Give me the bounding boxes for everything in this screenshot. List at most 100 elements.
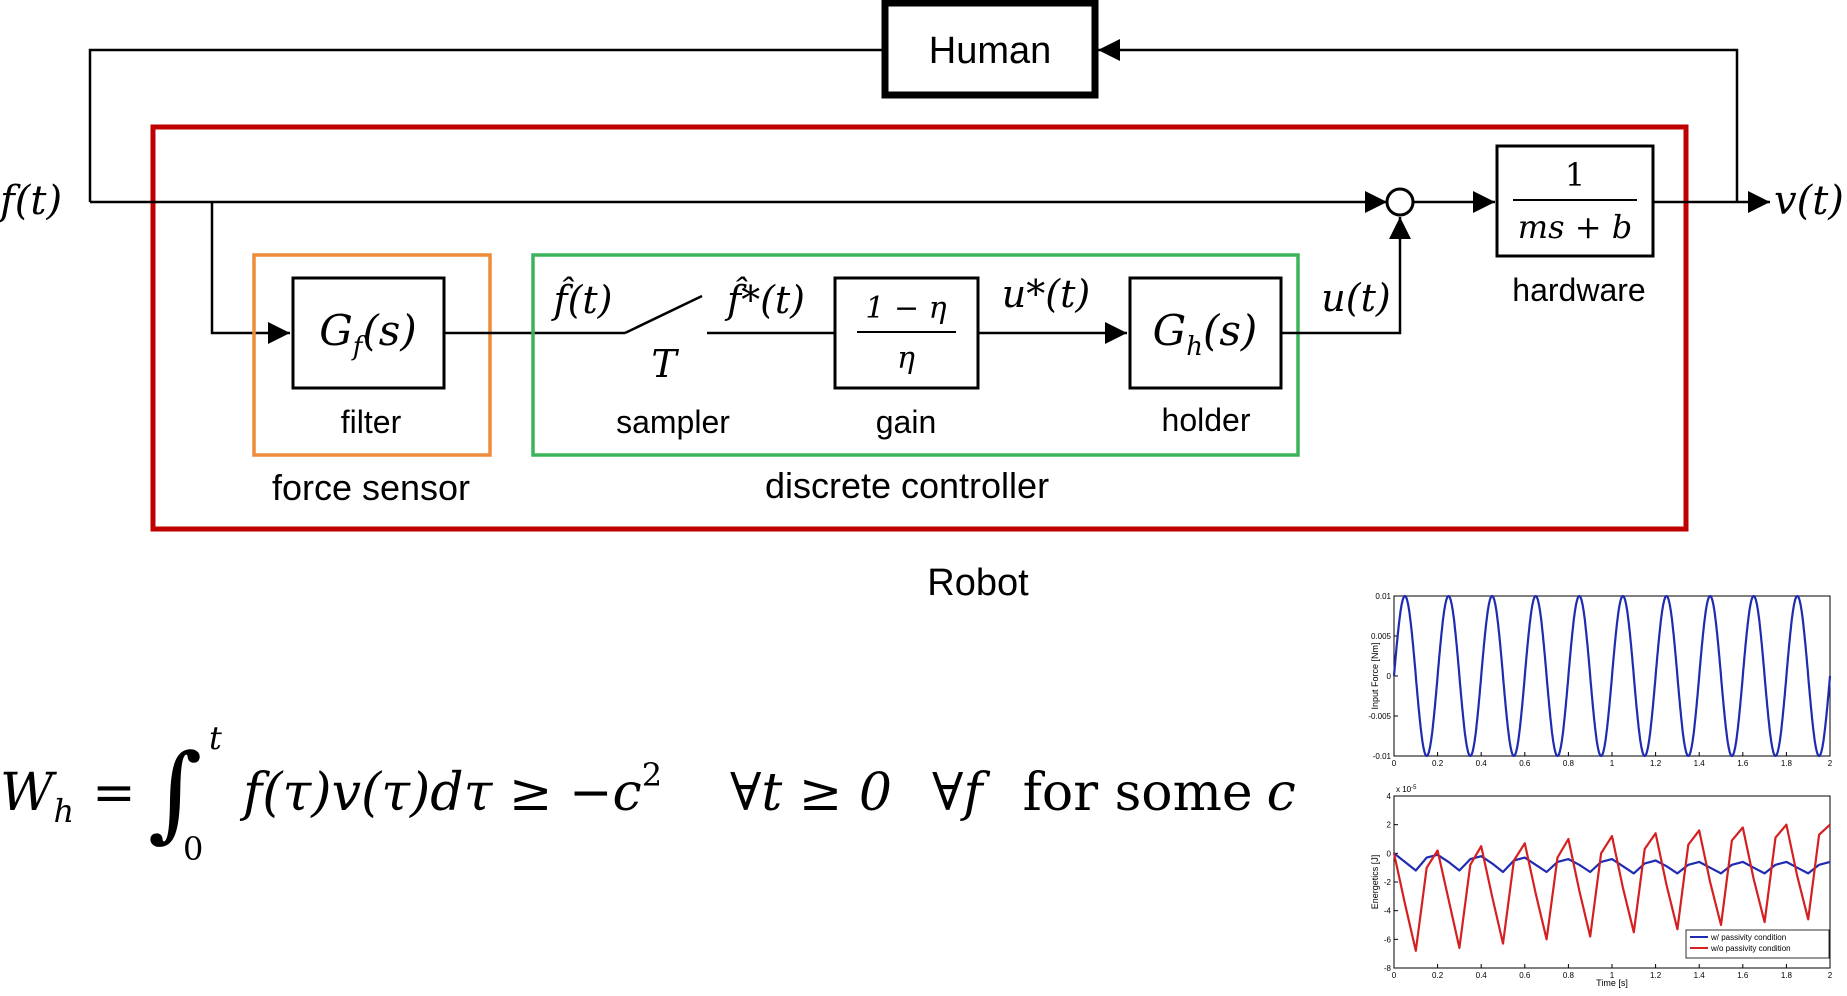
input-force-xtick-label: 1: [1610, 759, 1615, 768]
robot-label: Robot: [927, 562, 1029, 604]
discrete-controller-label: discrete controller: [765, 465, 1049, 506]
eq-cond3: for some: [1023, 763, 1253, 823]
energetics-xtick-label: 0.4: [1476, 971, 1488, 980]
force-sensor-group: [252, 253, 492, 457]
energetics-ytick-label: 2: [1387, 821, 1392, 830]
input-force-xtick-label: 0.2: [1432, 759, 1444, 768]
input-force-ytick-label: 0: [1387, 672, 1392, 681]
eq-cond2: ∀f: [932, 763, 990, 823]
sampler-period: T: [651, 342, 679, 386]
u-label: u(t): [1321, 276, 1390, 320]
energetics-xtick-label: 1.6: [1737, 971, 1749, 980]
input-force-ytick-label: -0.005: [1368, 712, 1391, 721]
output-signal-label: v(t): [1774, 178, 1844, 224]
input-force-xtick-label: 1.8: [1781, 759, 1793, 768]
energetics-xtick-label: 1.4: [1694, 971, 1706, 980]
input-force-xtick-label: 1.4: [1694, 759, 1706, 768]
energetics-xtick-label: 0.6: [1519, 971, 1531, 980]
input-force-xtick-label: 1.2: [1650, 759, 1662, 768]
force-sensor-label: force sensor: [272, 467, 470, 508]
integrand-text: f(τ)v(τ)dτ ≥ −c2: [239, 756, 662, 823]
energetics-xtick-label: 0: [1392, 971, 1397, 980]
integral-upper: t: [209, 719, 222, 757]
input-force-series-line: [1392, 594, 1832, 758]
energetics-xtick-label: 1.2: [1650, 971, 1662, 980]
eq-equals: =: [92, 763, 136, 823]
branch-to-filter-line: [210, 202, 290, 344]
energetics-xtick-label: 1: [1610, 971, 1615, 980]
filter-transfer-arg: (s): [362, 306, 416, 355]
discrete-controller-group: [531, 253, 1300, 457]
input-force-xtick-label: 2: [1828, 759, 1833, 768]
holder-transfer: Gh(s): [1153, 306, 1258, 362]
energetics-xtick-label: 2: [1828, 971, 1833, 980]
input-force-xtick-label: 0.6: [1519, 759, 1531, 768]
energetics-ytick-label: -2: [1384, 878, 1392, 887]
filter-transfer: Gf(s): [319, 306, 417, 362]
passivity-equation: Wh = ∫ t 0 f(τ)v(τ)dτ ≥ −c2 ∀t ≥ 0 ∀f for s…: [0, 719, 1296, 868]
energetics-ytick-label: 4: [1387, 792, 1392, 801]
gain-name: gain: [876, 404, 937, 440]
energetics-ytick-label: -8: [1384, 964, 1392, 973]
holder-transfer-arg: (s): [1203, 306, 1257, 355]
energetics-legend: [1685, 929, 1830, 959]
energetics-scale-base: x 10: [1396, 785, 1412, 794]
input-force-xtick-label: 1.6: [1737, 759, 1749, 768]
energetics-xlabel: Time [s]: [1596, 978, 1628, 988]
energetics-series-1-line: [1393, 852, 1831, 875]
integral-sign: ∫: [148, 731, 202, 853]
integral-lower: 0: [183, 830, 203, 868]
input-force-ylabel: Input Force [Nm]: [1370, 642, 1380, 709]
feedback-line-right: [1098, 39, 1739, 202]
holder-transfer-sub: h: [1186, 332, 1203, 362]
u-star-label: u*(t): [1002, 272, 1090, 316]
fhat-label: f̂(t): [551, 277, 613, 322]
eq-cond3-var: c: [1267, 763, 1296, 823]
legend-entry-1: w/ passivity condition: [1710, 933, 1786, 942]
energetics-ytick-label: -4: [1384, 907, 1392, 916]
eq-power: 2: [642, 756, 662, 794]
energetics-ytick-label: -6: [1384, 935, 1392, 944]
filter-name: filter: [341, 404, 402, 440]
input-force-xtick-label: 0.4: [1476, 759, 1488, 768]
hardware-name: hardware: [1512, 272, 1645, 308]
input-force-xtick-label: 0.8: [1563, 759, 1575, 768]
energetics-scale-note: x 10-5: [1396, 785, 1417, 794]
holder-to-sum-line: [1281, 217, 1411, 335]
equation-text: Wh =: [0, 763, 136, 830]
gain-denominator: η: [897, 341, 915, 376]
energetics-xtick-label: 0.8: [1563, 971, 1575, 980]
holder-transfer-g: G: [1153, 306, 1187, 355]
sampler-name: sampler: [616, 404, 730, 440]
energetics-scale-exp: -5: [1411, 785, 1417, 791]
robot-boundary: [150, 124, 1689, 532]
input-force-ytick-label: -0.01: [1373, 752, 1392, 761]
input-signal-label: f(t): [0, 178, 62, 224]
energetics-xtick-label: 1.8: [1781, 971, 1793, 980]
energetics-ytick-label: 0: [1387, 849, 1392, 858]
eq-integrand: f(τ)v(τ)dτ ≥ −c: [239, 763, 642, 823]
fhat-star-label: f̂*(t): [724, 277, 805, 322]
summing-junction: [1385, 187, 1415, 217]
sampler-switch: [624, 294, 703, 335]
hardware-denominator: ms + b: [1518, 208, 1632, 246]
filter-transfer-g: G: [319, 306, 353, 355]
gain-numerator: 1 − η: [865, 291, 946, 326]
legend-entry-2: w/o passivity condition: [1710, 944, 1791, 953]
eq-lhs: W: [0, 763, 57, 823]
filter-block: [291, 276, 446, 390]
input-force-ytick-label: 0.01: [1375, 592, 1391, 601]
holder-name: holder: [1162, 402, 1251, 438]
eq-lhs-sub: h: [53, 792, 74, 830]
energetics-series-2-line: [1392, 823, 1831, 952]
hardware-numerator: 1: [1565, 156, 1585, 194]
input-force-xtick-label: 0: [1392, 759, 1397, 768]
eq-cond1: ∀t ≥ 0: [730, 763, 892, 823]
feedback-line-left: [88, 48, 885, 202]
human-label: Human: [929, 30, 1052, 72]
